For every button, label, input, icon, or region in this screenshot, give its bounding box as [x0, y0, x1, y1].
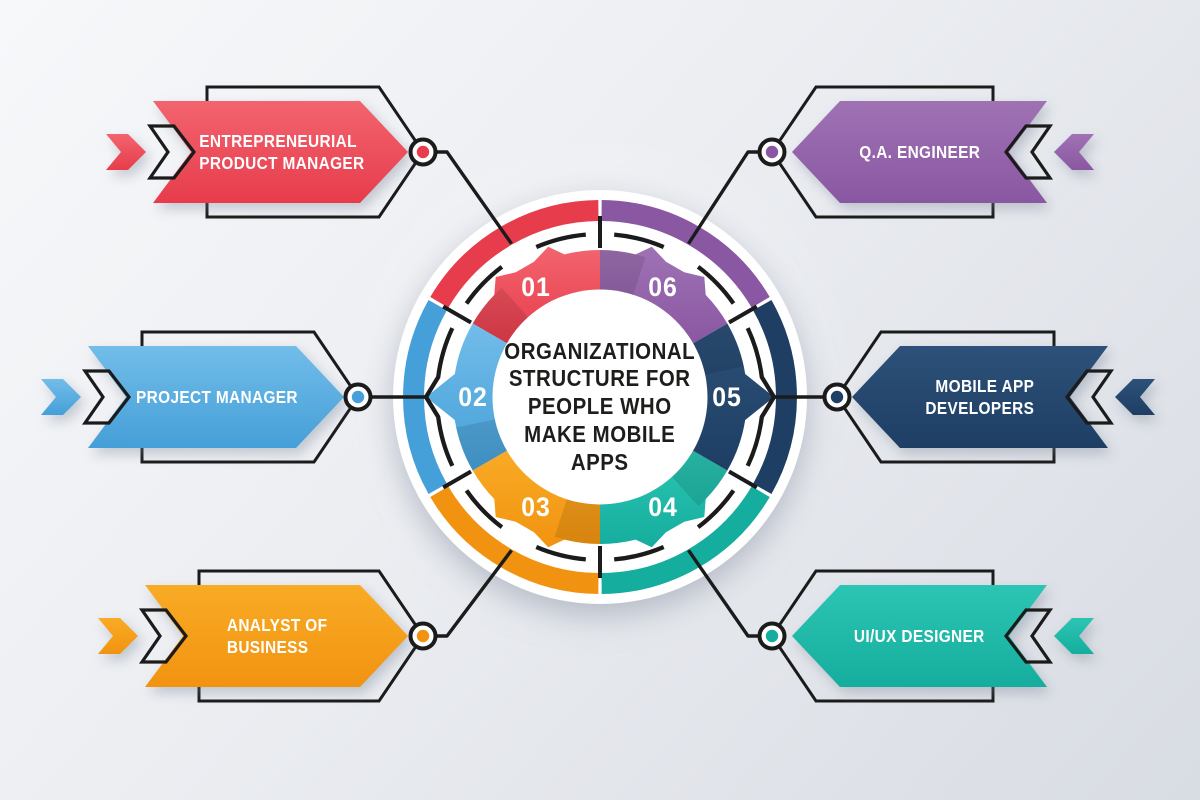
- chevron-icon: [41, 379, 81, 415]
- banner-shape-04: [757, 569, 1094, 703]
- banner-body: [88, 346, 344, 448]
- banner-body: [792, 101, 1047, 203]
- ring-segment-06: [600, 246, 728, 344]
- segment-shade: [472, 287, 529, 344]
- banner-shape-06: [757, 85, 1094, 219]
- segment-shade: [456, 419, 508, 471]
- connector-node-dot: [765, 629, 779, 643]
- ring-segment-01: [472, 246, 600, 344]
- arc-ring: [464, 265, 504, 305]
- boundary-tick: [728, 304, 758, 325]
- banner-shape-02: [41, 330, 373, 464]
- segment-shade: [671, 450, 728, 507]
- chevron-icon: [1054, 134, 1094, 170]
- banner-body: [792, 585, 1047, 687]
- arc-ring: [464, 489, 504, 529]
- boundary-tick: [442, 304, 472, 325]
- chevron-icon: [1054, 618, 1094, 654]
- chevron-outline-icon: [1064, 369, 1115, 425]
- arc-ring: [696, 265, 736, 305]
- boundary-tick: [728, 469, 758, 490]
- chevron-outline-icon: [146, 124, 197, 180]
- center-circle: [492, 289, 708, 505]
- connector-node-dot: [351, 390, 365, 404]
- connector-node-dot: [416, 629, 430, 643]
- connector-node-dot: [416, 145, 430, 159]
- ring-segment-05: [692, 323, 774, 471]
- boundary-tick: [442, 469, 472, 490]
- chevron-icon: [106, 134, 146, 170]
- segment-shade: [600, 250, 646, 296]
- chevron-outline-icon: [81, 369, 132, 425]
- chevron-outline-icon: [1003, 124, 1054, 180]
- banner-shape-05: [822, 330, 1155, 464]
- chevron-icon: [98, 618, 138, 654]
- segment-shade: [692, 323, 744, 375]
- segment-shade: [554, 498, 600, 544]
- chevron-icon: [1115, 379, 1155, 415]
- arc-ring: [535, 232, 587, 249]
- arc-ring: [613, 232, 665, 249]
- chevron-outline-icon: [138, 608, 189, 664]
- ring-segment-02: [426, 323, 508, 471]
- arc-ring: [535, 545, 587, 562]
- banner-body: [852, 346, 1108, 448]
- arc-ring: [613, 545, 665, 562]
- banner-body: [153, 101, 408, 203]
- connector-node-dot: [830, 390, 844, 404]
- banner-shape-01: [106, 85, 438, 219]
- arc-ring: [696, 489, 736, 529]
- banner-shape-03: [98, 569, 438, 703]
- banner-body: [145, 585, 408, 687]
- ring-segment-04: [600, 450, 728, 548]
- connector-node-dot: [765, 145, 779, 159]
- chevron-outline-icon: [1003, 608, 1054, 664]
- ring-segment-03: [472, 450, 600, 548]
